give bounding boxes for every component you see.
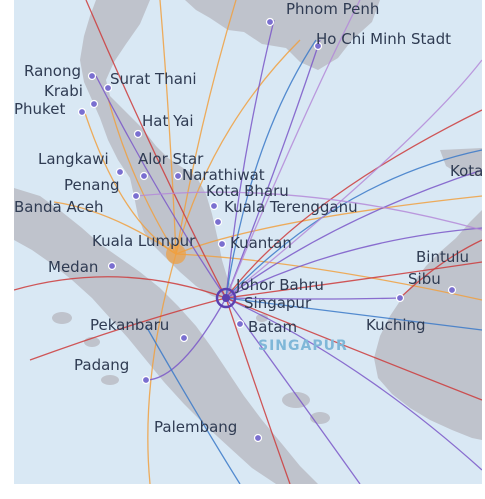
- city-label-kuala-terengganu: Kuala Terengganu: [224, 198, 358, 216]
- singapore-hub-ring: [215, 287, 237, 309]
- city-marker-kota-bharu[interactable]: [209, 201, 219, 211]
- land-sumatra: [14, 188, 318, 484]
- city-markers: [77, 17, 457, 443]
- city-label-sibu: Sibu: [408, 270, 441, 288]
- map-border-bottom: [0, 484, 485, 499]
- city-label-kota-bharu: Kota Bharu: [206, 182, 289, 200]
- city-marker-kuala-terengganu[interactable]: [213, 217, 223, 227]
- city-label-padang: Padang: [74, 356, 129, 374]
- city-label-singapur: Singapur: [244, 294, 312, 312]
- city-label-palembang: Palembang: [154, 418, 237, 436]
- city-marker-padang[interactable]: [141, 375, 151, 385]
- city-marker-palembang[interactable]: [253, 433, 263, 443]
- city-label-ranong: Ranong: [24, 62, 81, 80]
- city-label-hat-yai: Hat Yai: [142, 112, 194, 130]
- island: [101, 375, 119, 385]
- city-label-phuket: Phuket: [14, 100, 65, 118]
- city-label-medan: Medan: [48, 258, 98, 276]
- map-border-left: [0, 0, 14, 499]
- city-marker-batam[interactable]: [235, 319, 245, 329]
- city-label-langkawi: Langkawi: [38, 150, 109, 168]
- city-label-kuala-lumpur: Kuala Lumpur: [92, 232, 196, 250]
- city-marker-surat-thani[interactable]: [103, 83, 113, 93]
- city-marker-penang[interactable]: [131, 191, 141, 201]
- city-labels: Phnom Penh Ho Chi Minh Stadt Ranong Sura…: [14, 0, 483, 436]
- flight-routes: [13, 0, 483, 485]
- city-marker-medan[interactable]: [107, 261, 117, 271]
- city-label-krabi: Krabi: [44, 82, 83, 100]
- city-marker-phuket[interactable]: [77, 107, 87, 117]
- city-label-surat-thani: Surat Thani: [110, 70, 197, 88]
- city-marker-ranong[interactable]: [87, 71, 97, 81]
- island: [52, 312, 72, 324]
- city-label-penang: Penang: [64, 176, 119, 194]
- city-marker-kuantan[interactable]: [217, 239, 227, 249]
- land-borneo-north: [440, 148, 482, 176]
- city-label-banda-aceh: Banda Aceh: [14, 198, 103, 216]
- land-malay-peninsula: [80, 0, 236, 300]
- city-label-kuching: Kuching: [366, 316, 426, 334]
- city-label-pekanbaru: Pekanbaru: [90, 316, 169, 334]
- city-label-kota: Kota: [450, 162, 483, 180]
- city-label-ho-chi-minh: Ho Chi Minh Stadt: [316, 30, 451, 48]
- city-marker-narathiwat[interactable]: [173, 171, 183, 181]
- land-indochina: [185, 0, 380, 70]
- city-label-kuantan: Kuantan: [230, 234, 292, 252]
- land-borneo: [374, 210, 482, 440]
- city-label-johor-bahru: Johor Bahru: [235, 276, 324, 294]
- map-border-right: [482, 0, 485, 499]
- city-label-bintulu: Bintulu: [416, 248, 469, 266]
- city-marker-pekanbaru[interactable]: [179, 333, 189, 343]
- city-marker-sibu[interactable]: [447, 285, 457, 295]
- city-marker-alor-star[interactable]: [139, 171, 149, 181]
- city-marker-langkawi[interactable]: [115, 167, 125, 177]
- city-label-batam: Batam: [248, 318, 297, 336]
- city-marker-krabi[interactable]: [89, 99, 99, 109]
- kuala-lumpur-hub-glow: [166, 244, 186, 264]
- city-marker-phnom-penh[interactable]: [265, 17, 275, 27]
- singapore-hub-dot: [222, 294, 230, 302]
- sea-label-singapur: SINGAPUR: [258, 338, 348, 354]
- island: [256, 314, 268, 322]
- city-marker-hat-yai[interactable]: [133, 129, 143, 139]
- city-label-alor-star: Alor Star: [138, 150, 204, 168]
- city-marker-kuching[interactable]: [395, 293, 405, 303]
- city-label-phnom-penh: Phnom Penh: [286, 0, 379, 18]
- city-marker-ho-chi-minh[interactable]: [313, 41, 323, 51]
- city-label-narathiwat: Narathiwat: [182, 166, 265, 184]
